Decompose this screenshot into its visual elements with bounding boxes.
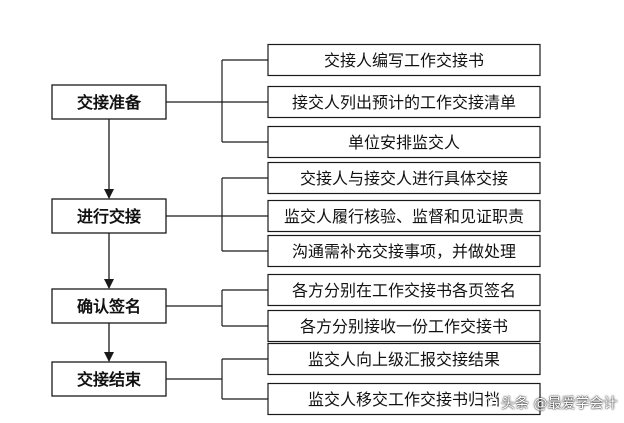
task-box — [267, 125, 541, 159]
task-box — [267, 85, 541, 119]
watermark: 头条 @最爱学会计 — [484, 392, 617, 414]
stage-box — [51, 288, 167, 324]
task-label: 沟通需补充交接事项，并做处理 — [292, 242, 516, 261]
task-label: 各方分别接收一份工作交接书 — [300, 317, 508, 336]
task-label: 单位安排监交人 — [348, 133, 460, 152]
task-label: 监交人移交工作交接书归档 — [308, 390, 500, 409]
stage-label: 确认签名 — [77, 297, 141, 316]
task-box — [267, 199, 541, 233]
stage-label: 交接结束 — [77, 370, 142, 389]
task-label: 各方分别在工作交接书各页签名 — [292, 281, 516, 300]
task-box — [267, 309, 541, 343]
task-label: 监交人履行核验、监督和见证职责 — [284, 207, 524, 226]
task-label: 监交人向上级汇报交接结果 — [308, 350, 500, 369]
task-box — [267, 273, 541, 307]
task-label: 接交人列出预计的工作交接清单 — [292, 93, 516, 112]
toutiao-logo-icon — [484, 396, 498, 410]
task-label: 交接人编写工作交接书 — [324, 51, 484, 70]
task-box — [267, 161, 541, 195]
task-box — [267, 234, 541, 268]
task-label: 交接人与接交人进行具体交接 — [300, 169, 508, 188]
task-box — [267, 43, 541, 77]
stage-label: 进行交接 — [77, 207, 141, 226]
watermark-text: 头条 @最爱学会计 — [501, 396, 618, 412]
task-box — [267, 342, 541, 376]
stage-box — [51, 84, 167, 120]
stage-label: 交接准备 — [77, 93, 142, 112]
stage-box — [51, 198, 167, 234]
